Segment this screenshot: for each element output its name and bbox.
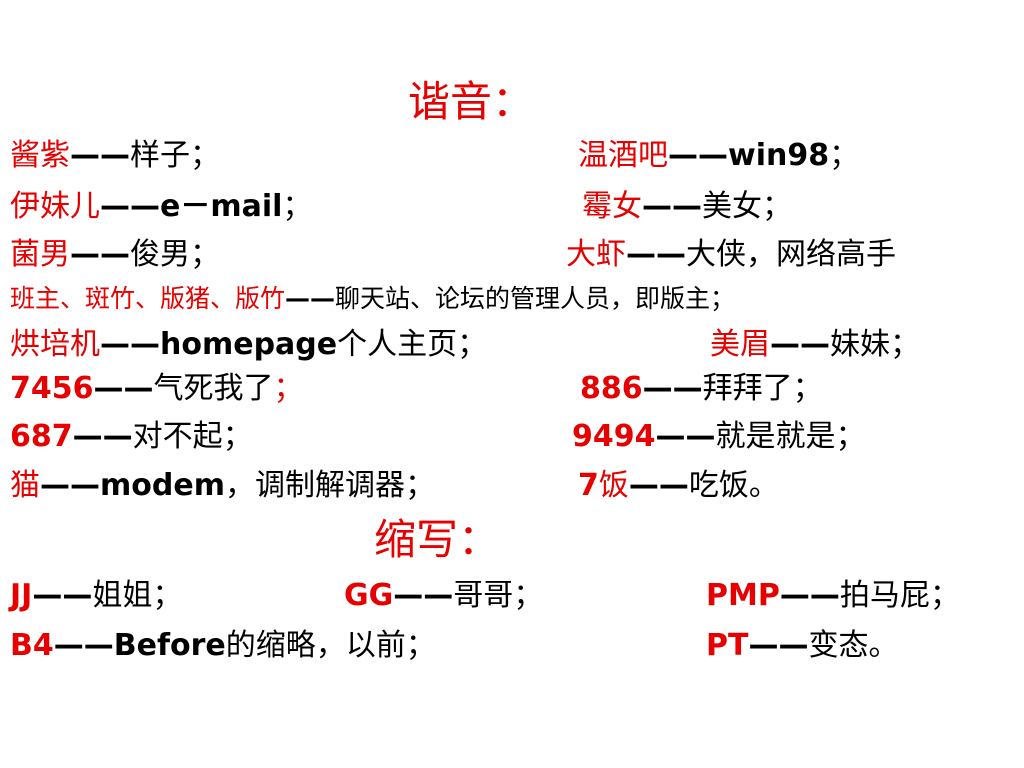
entry-tail: ； [829,138,860,173]
entry-jiangzi: 酱紫——样子； [10,136,220,176]
entry-dash: —— [100,327,160,362]
entry-pt: PT——变态。 [706,626,898,666]
entry-term: 温酒吧 [578,138,668,173]
entry-meaning: 就是就是； [715,419,866,454]
entry-dash: —— [100,189,160,224]
entry-term: PT [706,628,749,663]
entry-meaning: 拜拜了； [702,371,823,406]
entry-687: 687——对不起； [10,417,253,457]
entry-term: 大虾 [566,237,626,272]
entry-dash: —— [628,468,689,503]
entry-term: B4 [10,628,54,663]
entry-dash: —— [40,468,100,503]
entry-jj: JJ——姐姐； [10,576,182,616]
entry-dash: —— [32,578,93,613]
entry-term: 酱紫 [10,138,70,173]
entry-dash: —— [748,628,809,663]
entry-meaning: 个人主页； [337,327,488,362]
entry-dash: —— [642,371,703,406]
entry-junnan: 菌男——俊男； [10,235,220,275]
entry-wenjiuba: 温酒吧——win98； [578,136,859,176]
entry-7456: 7456——气死我了； [10,369,304,409]
entry-dash: —— [626,237,686,272]
entry-meaning: 大侠，网络高手 [686,237,896,272]
entry-term: PMP [706,578,780,613]
entry-dash: —— [285,284,336,313]
entry-b4: B4——Before的缩略，以前； [10,626,436,666]
entry-tail: ； [273,371,304,406]
entry-meaning: 变态。 [808,628,899,663]
heading-abbrev: 缩写： [374,515,501,564]
heading-homophone: 谐音： [408,77,535,126]
entry-yimeier: 伊妹儿——e－mail； [10,187,312,227]
entry-term: GG [344,578,394,613]
entry-dash: —— [770,327,830,362]
entry-meaning: 的缩略，以前； [225,628,436,663]
entry-banzhu: 班主、斑竹、版猪、版竹——聊天站、论坛的管理人员，即版主； [10,279,735,319]
entry-meaning: 对不起； [132,419,253,454]
entry-term: 伊妹儿 [10,189,100,224]
entry-dash: —— [668,138,728,173]
entry-meaning: 姐姐； [92,578,183,613]
entry-886: 886——拜拜了； [580,369,823,409]
entry-meaning: 气死我了 [153,371,274,406]
entry-meaning: e－mail [160,189,283,224]
entry-meaning: 样子； [130,138,220,173]
entry-7fan: 7饭——吃饭。 [578,466,779,506]
entry-term-num: 7 [578,468,599,503]
entry-mao: 猫——modem，调制解调器； [10,466,435,506]
entry-term: JJ [10,578,33,613]
entry-term: 菌男 [10,237,70,272]
entry-hongpeiji: 烘培机——homepage个人主页； [10,325,487,365]
entry-dash: —— [779,578,840,613]
entry-dash: —— [70,237,130,272]
entry-meinv: 霉女——美女； [582,187,792,227]
entry-term: 猫 [10,468,40,503]
entry-dash: —— [93,371,154,406]
entry-term: 美眉 [710,327,770,362]
entry-meaning-en: modem [100,468,225,503]
entry-tail: ； [282,189,313,224]
entry-dash: —— [393,578,454,613]
entry-9494: 9494——就是就是； [572,417,866,457]
entry-dash: —— [72,419,133,454]
entry-term: 886 [580,371,643,406]
entry-meaning: 聊天站、论坛的管理人员，即版主； [335,284,736,313]
entry-meaning: ，调制解调器； [224,468,435,503]
entry-pmp: PMP——拍马屁； [706,576,960,616]
entry-dash: —— [655,419,716,454]
entry-term: 烘培机 [10,327,100,362]
entry-meaning-en: Before [113,628,226,663]
entry-term: 饭 [598,468,629,503]
entry-dash: —— [53,628,114,663]
entry-daxia: 大虾——大侠，网络高手 [566,235,896,275]
entry-dash: —— [642,189,702,224]
entry-meaning-en: homepage [160,327,338,362]
entry-meaning: 妹妹； [830,327,920,362]
entry-meaning: win98 [728,138,830,173]
entry-meimei: 美眉——妹妹； [710,325,920,365]
entry-term: 7456 [10,371,94,406]
entry-term: 687 [10,419,73,454]
entry-term: 霉女 [582,189,642,224]
entry-meaning: 拍马屁； [839,578,960,613]
entry-meaning: 美女； [702,189,792,224]
entry-term: 9494 [572,419,656,454]
entry-term: 班主、斑竹、版猪、版竹 [10,284,286,313]
entry-meaning: 俊男； [130,237,220,272]
entry-gg: GG——哥哥； [344,576,543,616]
entry-meaning: 哥哥； [453,578,544,613]
entry-meaning: 吃饭。 [688,468,779,503]
entry-dash: —— [70,138,130,173]
